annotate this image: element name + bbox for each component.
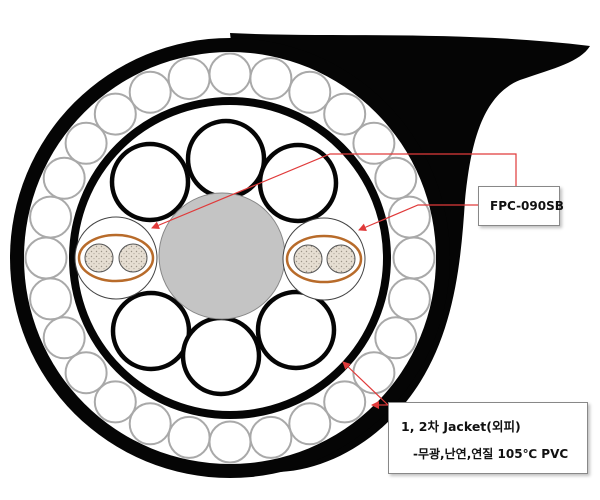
twisted-pair-right [282,217,366,301]
outer-fill-strand [42,156,86,200]
outer-fill-strand [374,316,418,360]
outer-fill-strand [288,402,332,446]
outer-fill-strand [93,92,137,136]
outer-fill-strand [167,415,211,459]
outer-fill-strand [387,277,431,321]
outer-fill-strand [24,236,68,280]
outer-fill-strand [249,415,293,459]
outer-fill-strand [208,420,252,464]
outer-fill-strand [64,121,108,165]
outer-fill-strand [323,380,367,424]
jacket-spec-label: -무광,난연,연질 105℃ PVC [413,447,569,461]
inner-jacket [69,97,391,419]
outer-fill-strand [29,195,73,239]
outer-fill-strand [352,121,396,165]
conductor-bottom-left [110,290,192,372]
outer-fill-strand [93,380,137,424]
outer-fill-strand [29,277,73,321]
outer-fill-strand [288,70,332,114]
outer-fill-strand [249,57,293,101]
outer-fill-strand [128,70,172,114]
center-filler-core [158,192,286,320]
part-number-label: FPC-090SB [490,199,564,213]
outer-strand-ring [24,52,436,464]
outer-fill-strand [128,402,172,446]
jacket-title-label: 1, 2차 Jacket(외피) [401,419,521,434]
outer-fill-strand [323,92,367,136]
conductor-bottom-right [255,289,337,371]
outer-fill-strand [42,316,86,360]
outer-fill-strand [64,351,108,395]
leader-lines-jacket [342,361,389,409]
outer-fill-strand [167,57,211,101]
conductor-top-left [109,141,191,223]
twisted-pair-left [74,216,158,300]
outer-fill-strand [208,52,252,96]
jacket-callout: 1, 2차 Jacket(외피) -무광,난연,연질 105℃ PVC [388,402,588,474]
outer-fill-strand [374,156,418,200]
part-number-callout: FPC-090SB [478,186,564,226]
conductor-bottom-center [180,315,262,397]
outer-fill-strand [387,195,431,239]
outer-fill-strand [392,236,436,280]
